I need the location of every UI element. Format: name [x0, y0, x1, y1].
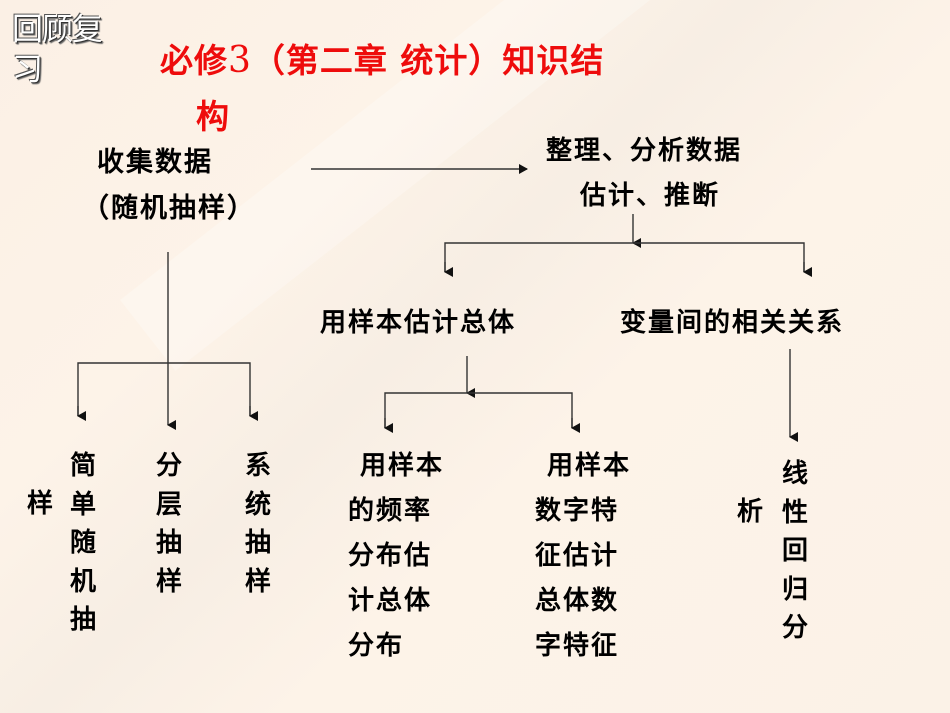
- title-number: 3: [228, 40, 252, 81]
- line: 计总体: [348, 586, 433, 616]
- split-estimation: [384, 392, 573, 428]
- line: 征估计: [535, 541, 620, 571]
- review-label: 回顾复习: [12, 12, 103, 88]
- simple-random-overflow: 样: [26, 489, 53, 519]
- node-estimate-infer: 估计、推断: [580, 181, 721, 211]
- char: 抽: [69, 605, 96, 635]
- slide-title: 必修3（第二章 统计）知识结: [160, 32, 800, 90]
- line: 数字特: [535, 496, 620, 526]
- split-analysis: [444, 242, 805, 272]
- char: 统: [244, 489, 271, 520]
- node-estimate-population: 用样本估计总体: [320, 308, 517, 338]
- char: 抽: [244, 528, 271, 558]
- line: 字特征: [535, 631, 620, 661]
- char: 归: [781, 574, 808, 605]
- slide-title-wrap: 构: [196, 97, 229, 136]
- line: 分布: [348, 631, 405, 661]
- line: 的频率: [348, 496, 433, 526]
- char: 样: [244, 566, 271, 597]
- char: 单: [69, 489, 96, 520]
- split-sampling: [77, 362, 251, 416]
- char: 分: [155, 451, 182, 481]
- stratified-sampling: 分 层 抽 样: [152, 447, 186, 601]
- char: 抽: [155, 528, 182, 558]
- char: 简: [69, 451, 96, 481]
- systematic-sampling: 系 统 抽 样: [241, 447, 275, 601]
- line: 用样本: [360, 451, 445, 481]
- char: 样: [155, 566, 182, 597]
- node-variable-correlation: 变量间的相关关系: [620, 308, 845, 338]
- node-collect-data: 收集数据: [97, 147, 213, 178]
- line: 分布估: [348, 541, 433, 571]
- node-organize-analyze: 整理、分析数据: [546, 136, 743, 166]
- char: 机: [69, 566, 96, 597]
- char: 随: [69, 528, 96, 558]
- node-random-sampling: （随机抽样）: [82, 193, 256, 224]
- char: 回: [781, 536, 808, 566]
- regression-overflow: 析: [736, 497, 763, 527]
- char: 性: [781, 497, 808, 528]
- char: 层: [155, 489, 182, 520]
- char: 线: [781, 459, 808, 489]
- title-rest: （第二章 统计）知识结: [251, 41, 605, 80]
- char: 系: [244, 451, 271, 481]
- linear-regression-analysis: 线 性 回 归 分: [778, 455, 812, 648]
- frequency-distribution-estimate: 用样本 的频率 分布估 计总体 分布: [348, 444, 444, 669]
- numerical-features-estimate: 用样本 数字特 征估计 总体数 字特征: [535, 444, 631, 669]
- char: 分: [781, 613, 808, 643]
- line: 总体数: [535, 586, 620, 616]
- line: 用样本: [547, 451, 632, 481]
- simple-random-sampling: 简 单 随 机 抽: [66, 447, 100, 640]
- title-prefix: 必修: [160, 41, 228, 80]
